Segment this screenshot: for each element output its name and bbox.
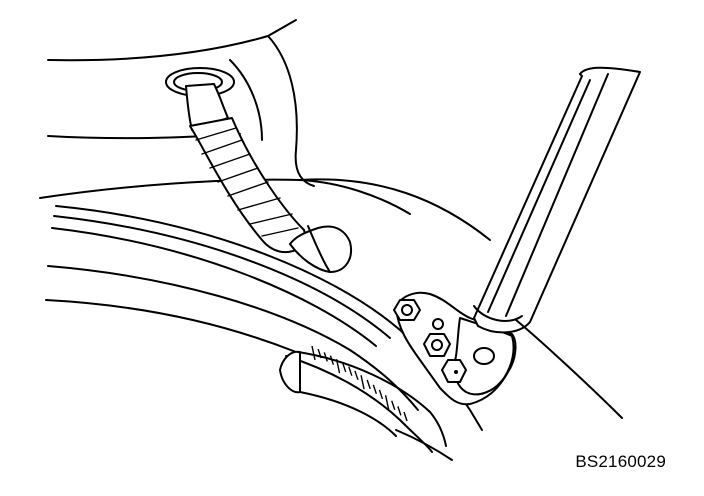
- scale-tick: [342, 362, 347, 373]
- scale-tick: [311, 345, 316, 361]
- scale-tick: [397, 406, 402, 416]
- scale-tick: [323, 352, 328, 362]
- scale-tick: [391, 400, 396, 410]
- bolt-upper: [393, 299, 421, 321]
- scale-ticks: [311, 345, 408, 422]
- bolt-middle: [423, 333, 451, 357]
- scale-tick: [403, 411, 408, 422]
- scale-tick: [348, 366, 353, 376]
- rod: [473, 66, 641, 419]
- lower-lines: [395, 429, 453, 461]
- scale-tick: [378, 389, 384, 400]
- figure-code: BS2160029: [575, 452, 666, 471]
- upper-housing: [39, 19, 491, 241]
- bracket-assembly: [393, 291, 517, 406]
- scale-tick: [384, 395, 390, 410]
- scale-tick: [372, 384, 377, 395]
- hose-boot: [165, 67, 352, 273]
- scale-tick: [317, 348, 322, 359]
- scale-tick: [335, 358, 341, 374]
- scale-tick: [366, 379, 371, 390]
- scale-tick: [329, 355, 335, 365]
- bolt-lower: [441, 359, 467, 383]
- scale-tick: [360, 375, 365, 390]
- scale-tick: [354, 370, 359, 381]
